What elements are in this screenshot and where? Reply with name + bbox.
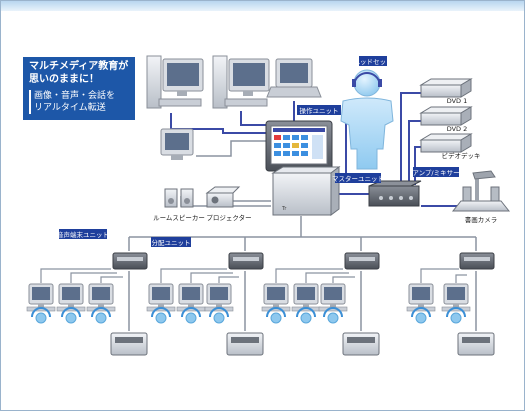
student-station [56, 283, 86, 324]
label-branch-unit: 分配ユニット [152, 238, 191, 247]
student-station [318, 283, 348, 324]
dvd-player-2 [419, 106, 473, 126]
student-station [146, 283, 176, 324]
dvd-player-1 [419, 78, 473, 98]
label-dvd-1: DVD 1 [447, 97, 468, 105]
teacher-laptop [266, 58, 322, 98]
preview-monitor [160, 128, 194, 160]
headline-sub-line-1: 画像・音声・会話を [34, 91, 116, 101]
bottom-unit-2 [226, 332, 264, 356]
svg-text:Tr: Tr [281, 206, 287, 212]
label-video-deck: ビデオデッキ [442, 151, 481, 160]
student-station [176, 283, 206, 324]
headset-user-figure [340, 69, 394, 170]
terminal-unit-3 [344, 252, 380, 270]
label-headset: ヘッドセット [354, 58, 393, 66]
terminal-unit-4 [459, 252, 495, 270]
document-camera [451, 170, 511, 212]
label-master-unit: マスターユニット [332, 174, 384, 183]
label-projector: プロジェクター [206, 213, 251, 222]
student-station [441, 283, 471, 324]
label-room-speaker: ルームスピーカー [153, 214, 205, 222]
label-amp-mixer: アンプ/ミキサー [412, 169, 459, 177]
terminal-unit-1 [112, 252, 148, 270]
label-dvd-2: DVD 2 [447, 125, 468, 133]
top-bar [1, 1, 524, 11]
bottom-unit-1 [110, 332, 148, 356]
projector-device [205, 186, 241, 208]
headline-line-1: マルチメディア教育が [29, 61, 129, 72]
control-unit-device [265, 120, 333, 172]
bottom-unit-3 [342, 332, 380, 356]
diagram-labels: ヘッドセット 操作ユニット マスターユニット DVD 1 DVD 2 ビデオデッ… [57, 56, 497, 247]
terminal-unit-2 [228, 252, 264, 270]
student-station [291, 283, 321, 324]
headline-subtext: 画像・音声・会話を リアルタイム転送 [29, 90, 115, 114]
label-audio-terminal-unit: 音声端末ユニット [57, 230, 109, 239]
label-control-unit: 操作ユニット [300, 106, 339, 115]
room-speakers [164, 188, 194, 208]
label-doc-camera: 書画カメラ [465, 215, 498, 224]
student-station [26, 283, 56, 324]
bottom-unit-4 [457, 332, 495, 356]
video-deck [419, 133, 473, 153]
teacher-pc-1 [146, 55, 204, 109]
student-station [406, 283, 436, 324]
amp-mixer-device [368, 180, 422, 207]
headline-sub-line-2: リアルタイム転送 [34, 103, 106, 113]
student-station [204, 283, 234, 324]
headline-panel: マルチメディア教育が 思いのままに！ 画像・音声・会話を リアルタイム転送 [23, 57, 135, 120]
master-unit-device: Tr [271, 166, 341, 216]
student-station [86, 283, 116, 324]
student-station [261, 283, 291, 324]
teacher-pc-2 [212, 55, 270, 109]
student-stations [26, 283, 471, 324]
headline-line-2: 思いのままに！ [29, 74, 99, 85]
